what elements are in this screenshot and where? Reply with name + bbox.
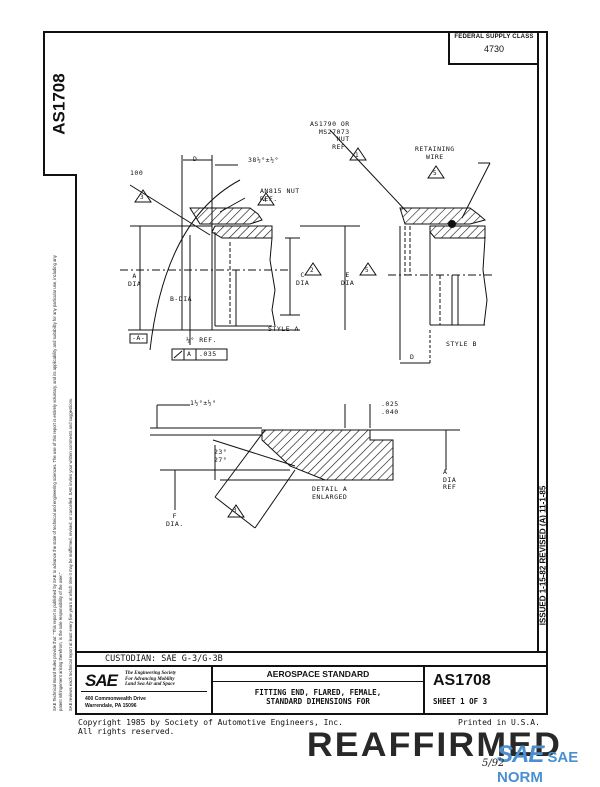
tolerance-datum: A: [187, 350, 192, 358]
printed-in: Printed in U.S.A.: [458, 718, 540, 727]
angle-label: 38½°±½°: [248, 156, 279, 164]
style-b-label: STYLE B: [446, 340, 477, 348]
custodian-row: CUSTODIAN: SAE G-3/G-3B: [75, 651, 548, 667]
drawing-border: [75, 31, 548, 715]
note-4-icon: 4: [263, 197, 268, 204]
sae-logo: SAE: [85, 671, 118, 690]
retaining-wire-callout: RETAINING WIRE: [415, 145, 455, 161]
federal-supply-class-box: FEDERAL SUPPLY CLASS 4730: [448, 31, 538, 65]
datum-a-label: -A-: [132, 334, 146, 342]
an815-callout: AN815 NUT REF.: [260, 187, 300, 203]
d-dimension-b-label: D: [410, 353, 415, 361]
side-tab: [43, 31, 77, 176]
note-2-icon: 2: [310, 267, 315, 274]
document-title: FITTING END, FLARED, FEMALE, STANDARD DI…: [254, 688, 382, 706]
note-3-icon: 3: [140, 194, 145, 201]
chamfer-label: 1½°±½°: [190, 399, 217, 407]
sae-tagline: The Engineering Society For Advancing Mo…: [125, 671, 177, 687]
document-number-cell: AS1708 SHEET 1 OF 3: [425, 667, 548, 715]
reaffirmed-stamp: REAFFIRMED: [306, 726, 562, 764]
half-degree-ref-label: ½° REF.: [186, 336, 217, 344]
nut-ref-callout: AS1790 OR MS27073 NUT REF.: [310, 120, 350, 151]
detail-angles: 23°27°: [214, 448, 228, 464]
document-number: AS1708: [433, 672, 491, 689]
sae-address: 400 Commonwealth Drive Warrendale, PA 15…: [85, 696, 146, 709]
sae-divider: [81, 691, 207, 692]
federal-supply-class-label: FEDERAL SUPPLY CLASS: [454, 34, 534, 40]
finish-callout: 100: [130, 169, 144, 177]
sheet-number: SHEET 1 OF 3: [433, 697, 488, 706]
revision-strip-border: [537, 31, 539, 651]
note-1-icon: 1: [355, 152, 360, 159]
federal-supply-class-value: 4730: [483, 44, 505, 54]
standard-cell: AEROSPACE STANDARD FITTING END, FLARED, …: [213, 667, 425, 715]
d-dimension-label: D: [193, 155, 198, 163]
sae-watermark-logo: SAE: [497, 741, 544, 768]
signature: 5/92: [482, 758, 505, 769]
note-3b-icon: 3: [233, 507, 238, 514]
style-a-label: STYLE A: [268, 325, 299, 333]
detail-dimension: .025.040: [381, 400, 399, 416]
sae-cell: SAE The Engineering Society For Advancin…: [75, 667, 213, 715]
tolerance-value: .035: [199, 350, 217, 358]
copyright: Copyright 1985 by Society of Automotive …: [78, 718, 343, 736]
note-5-icon: 5: [433, 170, 438, 177]
note-5b-icon: 5: [365, 267, 370, 274]
title-block: SAE The Engineering Society For Advancin…: [75, 667, 548, 715]
standard-type: AEROSPACE STANDARD: [213, 667, 423, 682]
b-dia-label: B-DIA: [170, 295, 193, 303]
